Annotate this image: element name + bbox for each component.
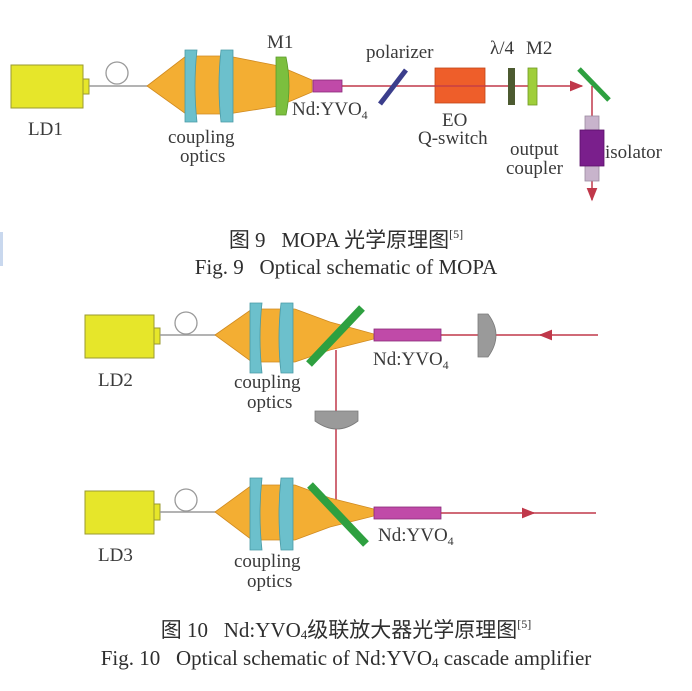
dichroic-mirror-lower: [307, 482, 369, 547]
label-eo: EO: [442, 110, 467, 131]
ld3-output-port: [153, 503, 161, 521]
label-m1: M1: [267, 32, 293, 53]
label-optics-lower: optics: [247, 571, 292, 592]
nd-yvo4-crystal-lower: [373, 506, 442, 520]
figure-10-caption-en: Fig. 10 Optical schematic of Nd:YVO4 cas…: [0, 646, 692, 671]
coupling-lens-upper-1: [249, 302, 263, 374]
caption-prefix: 图 9: [228, 228, 266, 252]
caption-subscript: 4: [432, 655, 439, 670]
caption-text: cascade amplifier: [438, 646, 592, 670]
caption-subscript: 4: [300, 627, 308, 642]
label-qwp: λ/4: [490, 38, 514, 59]
caption-text: Optical schematic of Nd:YVO: [176, 646, 433, 670]
label-ld1: LD1: [28, 119, 63, 140]
coupling-lens-lower-2: [278, 477, 294, 551]
figure-10-caption-cn: 图 10 Nd:YVO4级联放大器光学原理图[5]: [0, 614, 692, 644]
page-edge-marker: [0, 232, 3, 266]
label-crystal-upper: Nd:YVO4: [373, 349, 449, 372]
laser-diode-ld1: [10, 64, 84, 109]
laser-diode-ld2: [84, 314, 155, 359]
label-output: output: [510, 139, 559, 160]
caption-text: MOPA 光学原理图: [281, 228, 450, 252]
label-optics: optics: [180, 146, 225, 167]
lens-gray-middle: [314, 410, 359, 430]
label-crystal-lower: Nd:YVO4: [378, 525, 454, 548]
caption-prefix: Fig. 9: [194, 255, 244, 279]
nd-yvo4-crystal: [312, 79, 343, 93]
isolator-end-bottom: [584, 164, 600, 182]
label-ld2: LD2: [98, 370, 133, 391]
figure-10-diagram: LD2 coupling optics Nd:YVO4 LD3 coupling…: [84, 302, 598, 592]
laser-diode-ld3: [84, 490, 155, 535]
label-polarizer: polarizer: [366, 42, 434, 63]
coupling-lens-2: [218, 49, 234, 123]
coupling-lens-1: [184, 49, 198, 123]
label-crystal: Nd:YVO4: [292, 99, 368, 122]
caption-text: 级联放大器光学原理图: [307, 618, 518, 642]
figure-9-caption-en: Fig. 9 Optical schematic of MOPA: [0, 255, 692, 280]
fiber-loop-icon: [174, 488, 198, 512]
label-q-switch: Q-switch: [418, 128, 488, 149]
ld1-output-port: [82, 78, 90, 95]
optical-isolator: [579, 129, 605, 167]
label-coupling: coupling: [168, 127, 235, 148]
citation-ref: [5]: [449, 227, 464, 241]
coupling-lens-lower-1: [249, 477, 263, 551]
figure-9-diagram: LD1 coupling optics M1 Nd:YVO4 polarizer…: [10, 32, 663, 202]
caption-text: Nd:YVO: [223, 618, 301, 642]
label-coupling-lower: coupling: [234, 551, 301, 572]
dichroic-mirror-upper: [306, 305, 365, 367]
label-isolator: isolator: [605, 142, 663, 163]
citation-ref: [5]: [517, 617, 532, 631]
mirror-m2: [527, 67, 538, 106]
label-coupler: coupler: [506, 158, 564, 179]
label-coupling-upper: coupling: [234, 372, 301, 393]
isolator-end-top: [584, 115, 600, 131]
caption-prefix: 图 10: [160, 618, 208, 642]
ld2-output-port: [153, 327, 161, 345]
mirror-m1: [275, 56, 290, 116]
caption-text: Optical schematic of MOPA: [259, 255, 498, 279]
label-optics-upper: optics: [247, 392, 292, 413]
coupling-lens-upper-2: [278, 302, 294, 374]
quarter-wave-plate: [508, 68, 515, 105]
lens-gray-upper: [477, 313, 497, 358]
label-ld3: LD3: [98, 545, 133, 566]
figure-9-caption-cn: 图 9 MOPA 光学原理图[5]: [0, 224, 692, 254]
fold-mirror: [577, 67, 611, 102]
polarizer: [378, 68, 408, 106]
fiber-loop-icon: [105, 61, 129, 85]
fiber-loop-icon: [174, 311, 198, 335]
nd-yvo4-crystal-upper: [373, 328, 442, 342]
caption-prefix: Fig. 10: [100, 646, 161, 670]
label-m2: M2: [526, 38, 552, 59]
